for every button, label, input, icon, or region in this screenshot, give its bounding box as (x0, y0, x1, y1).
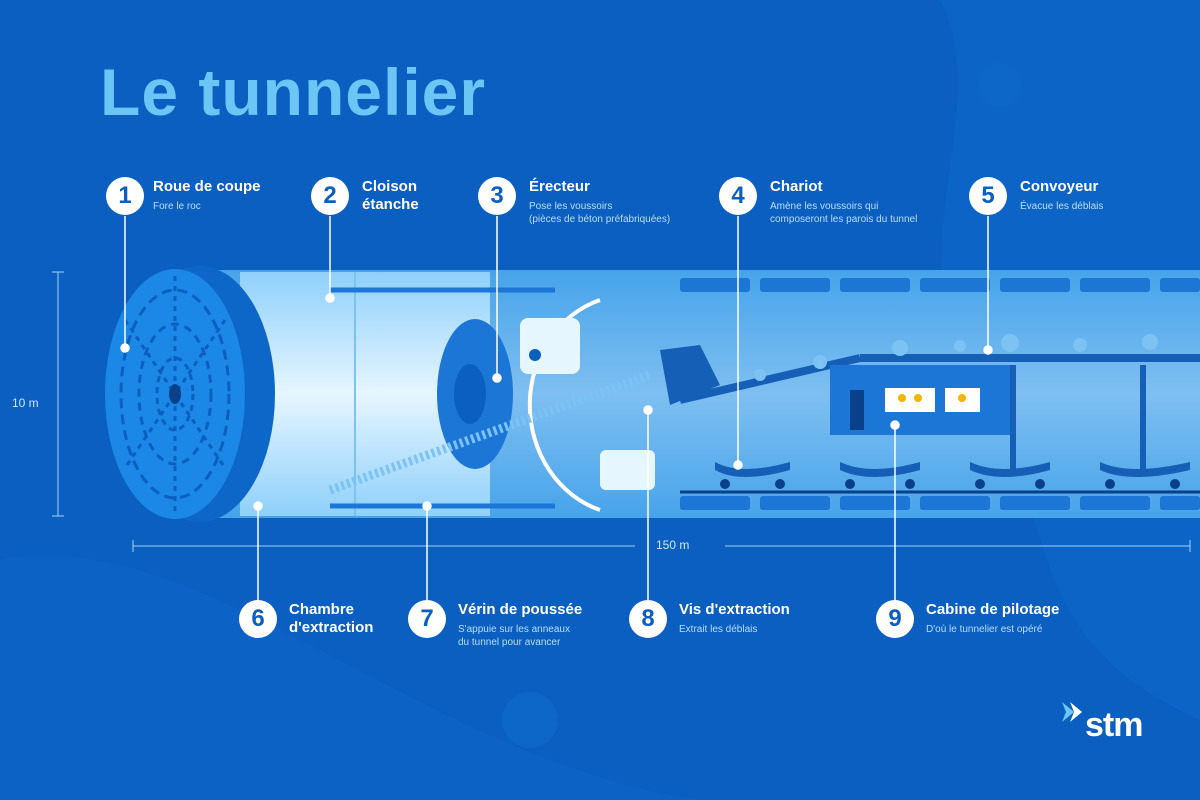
operator-icon (958, 394, 966, 402)
callout-desc-control-cabin: D'où le tunnelier est opéré (926, 624, 1043, 635)
callout-number-9: 9 (876, 600, 914, 638)
operator-icon (914, 394, 922, 402)
hopper (660, 345, 720, 405)
cabin-window (885, 388, 935, 412)
callout-number-6: 6 (239, 600, 277, 638)
callout-title-erector: Érecteur (529, 178, 590, 195)
callout-desc-conveyor: Évacue les déblais (1020, 201, 1104, 212)
callout-title-extraction-chamber: Chambre d'extraction (289, 601, 374, 636)
segment-hole (529, 349, 541, 361)
callout-title-bulkhead: Cloison étanche (362, 178, 419, 213)
background-bubble (978, 63, 1022, 107)
tunnel-rings-top (680, 278, 1200, 292)
callout-title-control-cabin: Cabine de pilotage (926, 601, 1060, 618)
erector-hub (454, 364, 486, 424)
callout-number-3: 3 (478, 177, 516, 215)
stm-logo-text: stm (1085, 706, 1143, 744)
cabin-door (850, 390, 864, 430)
callout-desc-thrust-cylinder: S'appuie sur les anneaux du tunnel pour … (458, 624, 570, 648)
callout-desc-extraction-screw: Extrait les déblais (679, 624, 758, 635)
height-dimension-label: 10 m (12, 396, 39, 410)
segment-piece (600, 450, 655, 490)
operator-icon (898, 394, 906, 402)
callout-number-5: 5 (969, 177, 1007, 215)
callout-desc-erector: Pose les voussoirs (pièces de béton préf… (529, 201, 671, 225)
gantry-post (1140, 365, 1146, 475)
gantry-post (1010, 365, 1016, 475)
page-title: Le tunnelier (100, 55, 487, 129)
debris (754, 334, 1158, 381)
callout-desc-cart: Amène les voussoirs qui composeront les … (770, 201, 918, 225)
callout-title-conveyor: Convoyeur (1020, 178, 1099, 195)
callout-title-cutter-wheel: Roue de coupe (153, 178, 261, 195)
callout-number-1: 1 (106, 177, 144, 215)
extraction-screw (328, 370, 652, 495)
callout-number-8: 8 (629, 600, 667, 638)
callout-title-extraction-screw: Vis d'extraction (679, 601, 790, 618)
callout-title-cart: Chariot (770, 178, 823, 195)
segment-carts (715, 462, 1190, 489)
background-wave (0, 555, 700, 800)
length-dimension-label: 150 m (656, 538, 690, 552)
leader-lines (120, 216, 993, 600)
stm-arrow-logo-icon (1062, 702, 1082, 722)
callout-title-thrust-cylinder: Vérin de poussée (458, 601, 583, 618)
callout-desc-cutter-wheel: Fore le roc (153, 201, 201, 212)
callout-number-4: 4 (719, 177, 757, 215)
segment-piece (520, 318, 580, 374)
callout-number-2: 2 (311, 177, 349, 215)
cutter-center (169, 384, 181, 404)
background-bubble (502, 692, 558, 748)
cutter-ring (119, 288, 231, 500)
cutter-ring (155, 356, 195, 432)
callout-number-7: 7 (408, 600, 446, 638)
tunnel-rings-bottom (680, 496, 1200, 510)
cutter-ring (137, 322, 213, 466)
